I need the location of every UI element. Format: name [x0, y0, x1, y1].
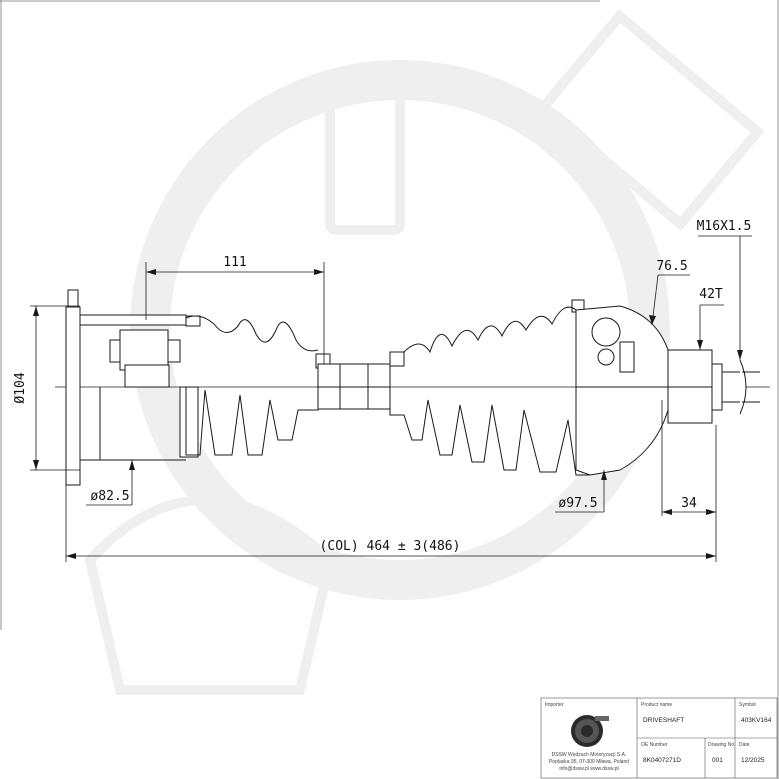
stub-axle: [667, 349, 760, 424]
company-line-3: info@dssw.pl www.dssw.pl: [559, 766, 618, 772]
product-name-value: DRIVESHAFT: [643, 717, 684, 724]
dim-outer-cv-length: 76.5: [656, 259, 687, 274]
dimension-arrowheads: [33, 269, 743, 559]
importer-label: Importer: [545, 702, 564, 708]
dim-diameter-82-5: ø82.5: [90, 489, 129, 504]
shaft: [317, 363, 391, 410]
inner-flange: [65, 289, 199, 486]
oe-number-label: OE Number: [641, 742, 668, 748]
company-logo: [571, 715, 609, 747]
product-name-label: Product name: [641, 702, 672, 708]
date-value: 12/2025: [741, 757, 765, 764]
dim-diameter-104: Ø104: [13, 372, 28, 403]
company-line-1: DSSW Wędzach Motoryzacji S.A.: [552, 752, 627, 758]
outer-boot: [389, 299, 601, 476]
dim-thread: M16X1.5: [697, 219, 752, 234]
symbol-label: Symbol: [739, 702, 756, 708]
company-line-2: Poplaska 95, 07-300 Mława, Poland: [549, 759, 629, 765]
date-label: Date: [739, 742, 750, 748]
oe-number-value: 8K0407271D: [643, 757, 681, 764]
title-block: Importer DSSW Wędzach Motoryzacji S.A. P…: [540, 697, 778, 779]
dim-diameter-97-5: ø97.5: [558, 496, 597, 511]
inner-boot: [185, 315, 331, 456]
dim-spline-length: 34: [681, 496, 697, 511]
dim-overall-length: (COL) 464 ± 3(486): [320, 539, 461, 554]
dim-boot-length: 111: [223, 255, 246, 270]
dimension-lines: [30, 235, 752, 562]
dim-splines: 42T: [699, 287, 723, 302]
drawing-no-label: Drawing No.: [708, 742, 736, 748]
drawing-no-value: 001: [712, 757, 723, 764]
symbol-value: 403KV164: [741, 717, 772, 724]
outer-cv-joint: [575, 305, 669, 476]
